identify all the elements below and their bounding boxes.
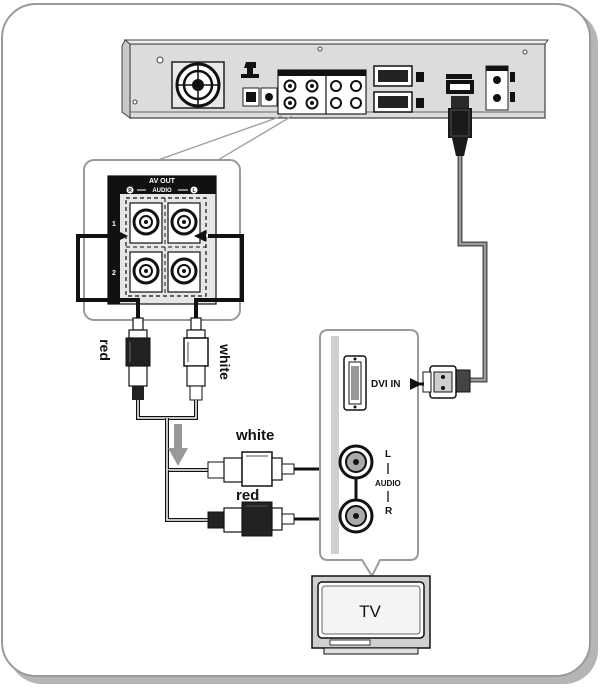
white-cable-label: white	[235, 427, 274, 444]
red-horizontal-plug	[207, 501, 340, 537]
red-plug-label: red	[97, 339, 113, 361]
red-rca-plug	[125, 317, 151, 400]
dvi-plug	[422, 365, 471, 399]
dvi-in-label: DVI IN	[371, 379, 400, 390]
dvi-port	[343, 355, 367, 411]
red-cable-label: red	[236, 487, 259, 504]
white-plug-label: white	[217, 343, 233, 380]
av-out-jack-r2	[129, 251, 163, 293]
tv-input-panel: DVI IN L AUDIO R	[319, 329, 424, 579]
av-out-jack-r1	[129, 202, 163, 244]
av-out-panel: AV OUT R AUDIO L 1 2	[83, 159, 241, 321]
zoom-guide-left	[157, 115, 283, 161]
player-audio-cable	[76, 230, 244, 522]
av-out-audio-label: AUDIO	[152, 188, 172, 194]
white-rca-plug	[183, 317, 209, 401]
row-1-label: 1	[112, 221, 116, 228]
row-2-label: 2	[112, 270, 116, 277]
tv-audio-jack-r	[338, 498, 374, 534]
channel-left-label: L	[192, 188, 195, 194]
channel-left-badge	[190, 186, 198, 194]
fan-vent	[171, 61, 225, 109]
tv-audio-label: AUDIO	[375, 479, 401, 488]
channel-right-label: R	[128, 188, 132, 194]
zoom-guide-right	[217, 115, 293, 161]
hdmi-cable	[448, 96, 488, 383]
tv-audio-jack-l	[338, 444, 374, 480]
down-arrow-icon	[168, 424, 188, 466]
av-out-jack-l1	[167, 202, 201, 244]
tv-audio-r-label: R	[385, 506, 393, 517]
tv-set	[311, 575, 431, 655]
av-out-title: AV OUT	[149, 178, 176, 185]
dvd-player-rear	[121, 39, 549, 119]
av-out-jack-l2	[167, 251, 201, 293]
channel-right-badge	[126, 186, 134, 194]
tv-audio-l-label: L	[385, 449, 391, 460]
tv-screen-label: TV	[359, 602, 381, 621]
antenna-icon	[241, 62, 259, 78]
